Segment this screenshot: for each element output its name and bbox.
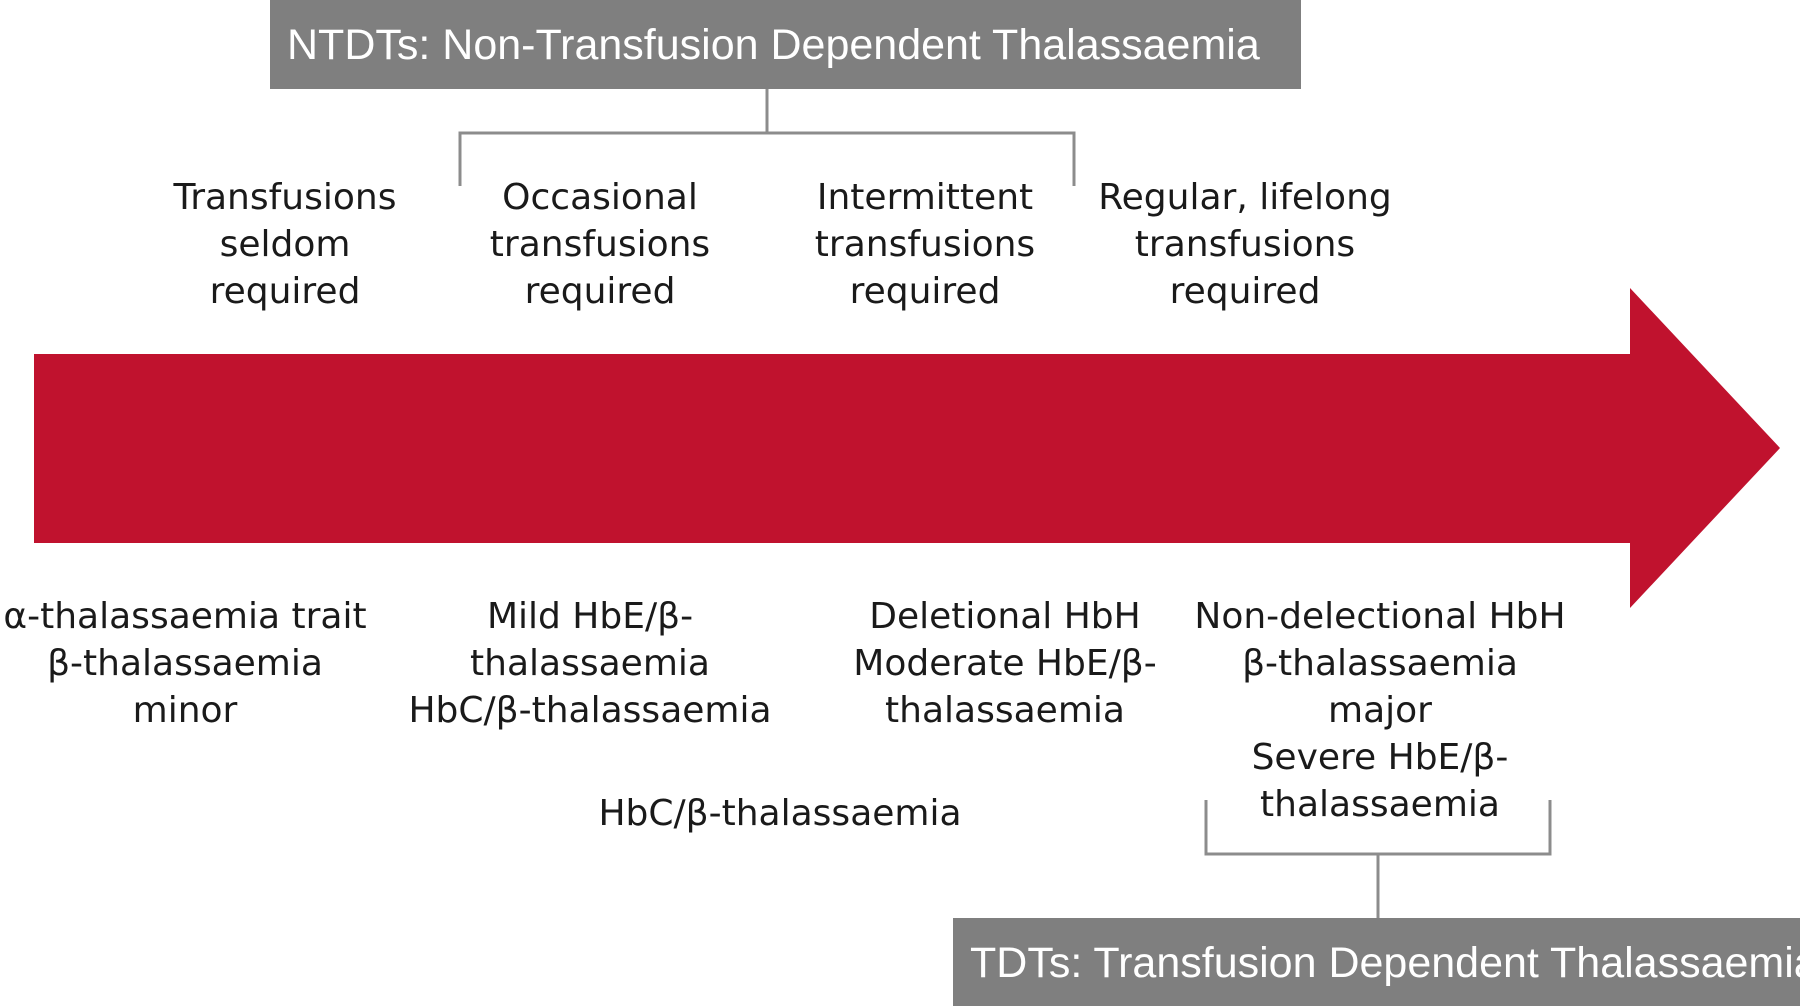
- condition-group-moderate: Deletional HbH Moderate HbE/β- thalassae…: [853, 596, 1157, 731]
- transfusion-level-intermittent: Intermittent transfusions required: [814, 177, 1036, 312]
- tdt-bracket: [1204, 800, 1552, 918]
- transfusion-level-occasional: Occasional transfusions required: [489, 177, 711, 312]
- transfusion-level-seldom: Transfusions seldom required: [173, 177, 397, 312]
- condition-group-trait-minor: α-thalassaemia trait β-thalassaemia mino…: [3, 596, 367, 731]
- condition-group-severe: Non-delectional HbH β-thalassaemia major…: [1194, 596, 1566, 825]
- condition-group-mild: Mild HbE/β- thalassaemia HbC/β-thalassae…: [408, 596, 772, 731]
- tdt-banner: TDTs: Transfusion Dependent Thalassaemia: [953, 918, 1800, 1006]
- ntdt-banner: NTDTs: Non-Transfusion Dependent Thalass…: [270, 0, 1301, 89]
- condition-hbc-beta: HbC/β-thalassaemia: [598, 793, 962, 834]
- severity-arrow: [34, 288, 1780, 608]
- transfusion-level-regular: Regular, lifelong transfusions required: [1098, 177, 1392, 312]
- ntdt-bracket: [458, 89, 1076, 186]
